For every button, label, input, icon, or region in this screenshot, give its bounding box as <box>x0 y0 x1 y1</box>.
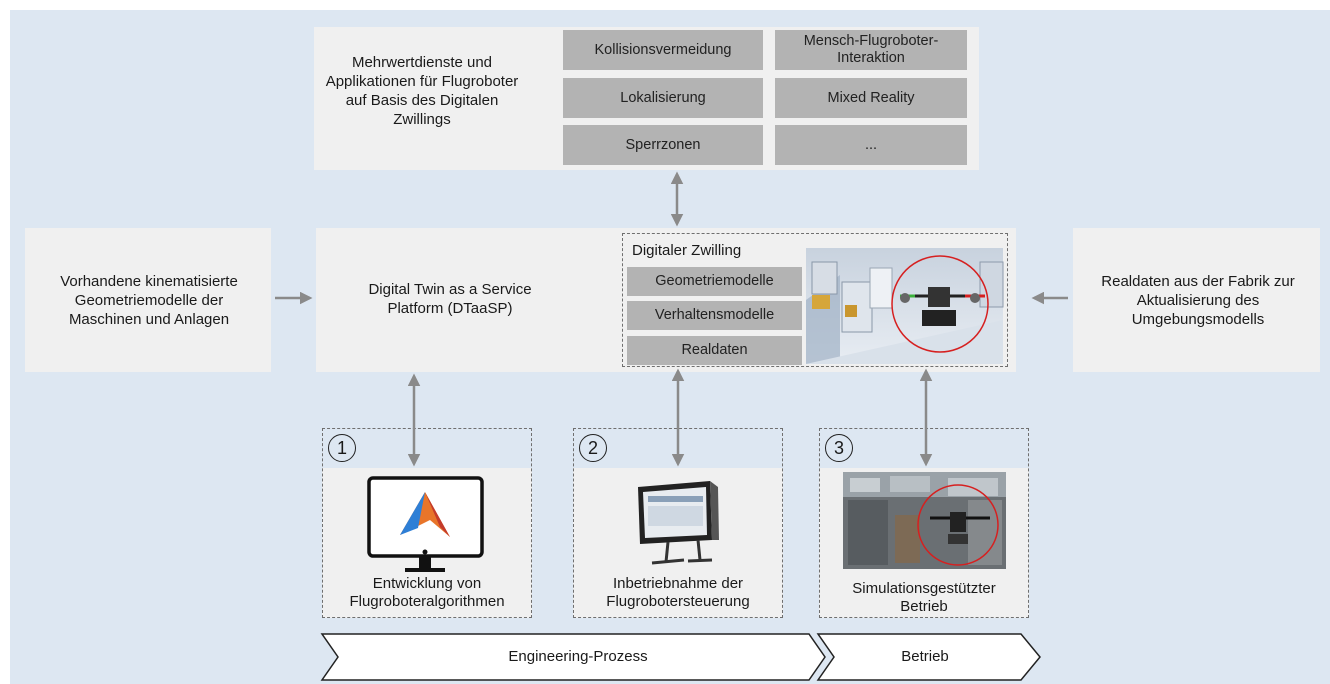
service-more: ... <box>775 125 967 165</box>
twin-real-data: Realdaten <box>627 336 802 365</box>
services-description: Mehrwertdienste und Applikationen für Fl… <box>325 54 519 128</box>
step3-caption: Simulationsgestützter Betrieb <box>852 580 996 615</box>
service-restricted-zones: Sperrzonen <box>563 125 763 165</box>
service-localization: Lokalisierung <box>563 78 763 118</box>
digital-twin-box <box>622 233 1008 367</box>
engineering-phase-label: Engineering-Prozess <box>508 648 648 665</box>
service-human-robot-interaction: Mensch-Flugroboter-Interaktion <box>775 30 967 70</box>
left-input-panel <box>25 228 271 372</box>
right-input-text: Realdaten aus der Fabrik zur Aktualisier… <box>1101 273 1295 328</box>
step2-number: 2 <box>579 434 607 462</box>
step1-box <box>322 428 532 618</box>
digital-twin-title: Digitaler Zwilling <box>632 242 742 259</box>
step1-caption: Entwicklung von Flugroboteralgorithmen <box>349 575 505 610</box>
service-mixed-reality: Mixed Reality <box>775 78 967 118</box>
step1-number: 1 <box>328 434 356 462</box>
right-input-panel <box>1073 228 1320 372</box>
left-input-text: Vorhandene kinematisierte Geometriemodel… <box>60 273 238 328</box>
operation-phase-label: Betrieb <box>901 648 949 665</box>
twin-geometry-models: Geometriemodelle <box>627 267 802 296</box>
step2-caption: Inbetriebnahme der Flugrobotersteuerung <box>606 575 750 610</box>
step3-number: 3 <box>825 434 853 462</box>
service-collision-avoidance: Kollisionsvermeidung <box>563 30 763 70</box>
platform-text: Digital Twin as a Service Platform (DTaa… <box>368 281 532 317</box>
twin-behavior-models: Verhaltensmodelle <box>627 301 802 330</box>
